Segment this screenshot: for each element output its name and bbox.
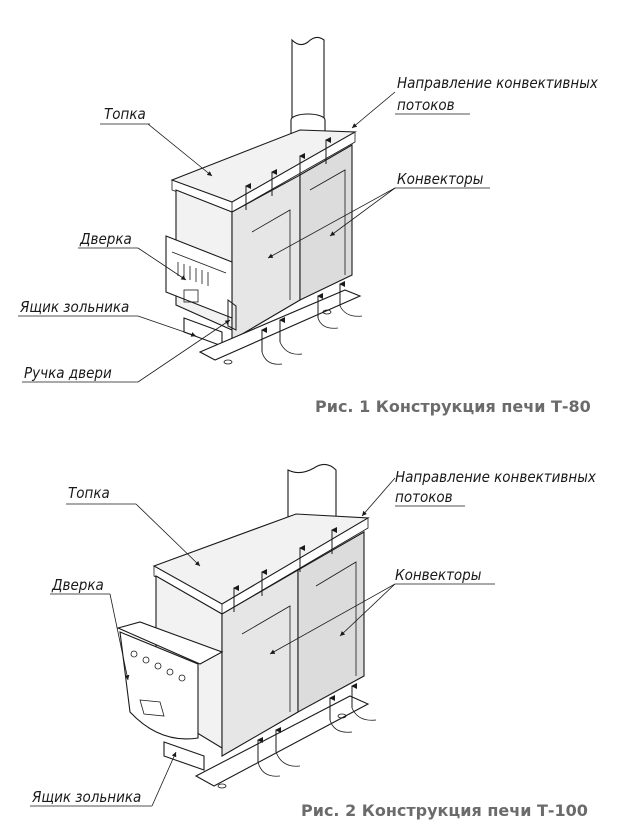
label-flow-line1-t100: Направление конвективных — [395, 468, 597, 486]
label-topka-t100: Топка — [68, 484, 110, 502]
label-convectors-t80: Конвекторы — [397, 170, 484, 188]
label-topka-t80: Топка — [104, 105, 146, 123]
convector-right — [299, 144, 353, 301]
label-door-t100: Дверка — [51, 576, 104, 594]
label-ash-box-t100: Ящик зольника — [31, 788, 141, 806]
label-door-handle-t80: Ручка двери — [24, 364, 112, 382]
chimney-pipe — [291, 36, 325, 123]
figure-2-stove-t100: Топка Направление конвективных потоков К… — [30, 463, 597, 820]
label-flow-line1-t80: Направление конвективных — [397, 74, 599, 92]
convector-right-t100 — [297, 531, 365, 713]
door-t100 — [119, 631, 199, 740]
label-ash-box-t80: Ящик зольника — [19, 298, 129, 316]
figure-1-stove-t80: Топка Направление конвективных потоков К… — [18, 36, 599, 416]
caption-figure-1: Рис. 1 Конструкция печи Т-80 — [315, 397, 591, 416]
label-flow-line2-t80: потоков — [397, 96, 455, 114]
label-door-t80: Дверка — [79, 230, 132, 248]
convection-arrows-t80 — [245, 137, 363, 365]
door-shelf — [116, 621, 224, 665]
door-handle — [227, 299, 237, 331]
base-plate-t100 — [194, 695, 370, 787]
convection-arrows-t100 — [233, 527, 377, 777]
ash-box-t100 — [163, 741, 205, 771]
label-convectors-t100: Конвекторы — [395, 566, 482, 584]
caption-figure-2: Рис. 2 Конструкция печи Т-100 — [301, 801, 588, 820]
label-flow-line2-t100: потоков — [395, 488, 453, 506]
